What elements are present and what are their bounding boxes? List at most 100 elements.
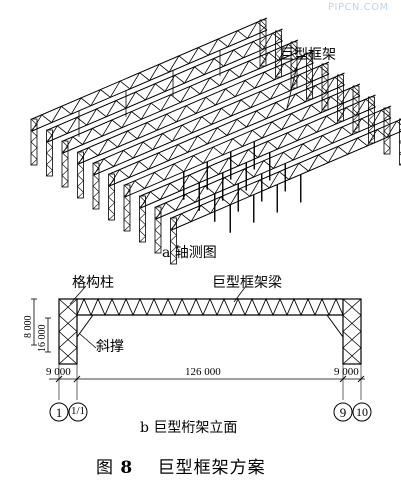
column-lacing — [383, 107, 391, 155]
axis-bubble-4 — [352, 402, 372, 422]
right-diagonal-brace — [326, 314, 344, 338]
elevation-subtitle: b 巨型桁架立面 — [140, 420, 238, 436]
right-lattice-column — [306, 52, 313, 100]
left-lattice-column — [139, 195, 146, 243]
left-lattice-column — [46, 129, 53, 177]
truss-web — [62, 43, 299, 154]
column-cross-brace — [58, 347, 78, 365]
column-lacing — [61, 140, 69, 188]
left-lattice-column — [170, 217, 177, 265]
column-lacing — [108, 173, 115, 221]
diagonal-brace-label: 斜撑 — [96, 339, 124, 355]
right-lattice-column — [368, 96, 375, 144]
column-cross-brace — [58, 314, 78, 332]
axis-label-1-1: 1/1 — [70, 405, 86, 417]
lattice-column-label: 格构柱 — [72, 275, 114, 291]
giant-frame-leader — [286, 65, 298, 109]
height-dimension-part: 16 000 — [37, 324, 48, 353]
brace-leader — [79, 333, 97, 349]
height-dimension-total: 8 000 — [23, 315, 34, 339]
truss-web — [31, 21, 268, 132]
truss-web — [124, 87, 361, 198]
column-lacing — [154, 206, 162, 254]
column-cross-brace — [342, 331, 362, 349]
left-lattice-column — [92, 162, 100, 210]
column-lacing — [123, 184, 131, 232]
frame-6 — [108, 72, 345, 221]
axis-bubble-1 — [49, 402, 69, 422]
lattice-column-leader — [69, 285, 87, 305]
column-lacing — [259, 19, 267, 67]
left-lattice-column — [108, 173, 115, 221]
top-chord — [124, 83, 361, 186]
giant-frame-label: 巨型框架 — [280, 47, 336, 63]
top-chord — [171, 118, 401, 219]
right-lattice-column — [342, 298, 362, 365]
column-cross-brace — [58, 331, 78, 349]
column-lacing — [275, 30, 282, 78]
isometric-subtitle: a 轴测图 — [162, 245, 217, 261]
axis-label-1: 1 — [55, 405, 63, 420]
right-lattice-column — [399, 118, 401, 166]
right-span-dimension: 9 000 — [334, 366, 359, 378]
right-lattice-column — [290, 41, 298, 89]
axis-bubble-3 — [333, 402, 353, 422]
caption-prefix: 图 — [96, 458, 114, 478]
right-lattice-column — [259, 19, 267, 67]
frame-4 — [77, 50, 314, 199]
left-lattice-column — [61, 140, 69, 188]
top-chord — [93, 61, 330, 164]
beam-truss-web — [76, 297, 344, 317]
left-lattice-column — [58, 298, 78, 365]
column-lacing — [290, 41, 298, 89]
column-cross-brace — [342, 298, 362, 316]
left-span-dimension: 9 000 — [46, 366, 71, 378]
column-lacing — [399, 118, 401, 166]
watermark-text: PIPCN.COM — [328, 2, 389, 13]
column-cross-brace — [58, 298, 78, 316]
top-chord — [78, 50, 314, 153]
frame-3 — [61, 39, 299, 188]
caption-title: 巨型框架方案 — [157, 458, 266, 478]
frame-5 — [92, 61, 330, 210]
elevation-truss — [58, 297, 362, 365]
column-lacing — [321, 63, 329, 111]
right-lattice-column — [275, 30, 282, 78]
truss-web — [78, 54, 314, 165]
truss-web — [109, 76, 345, 187]
right-lattice-column — [337, 74, 344, 122]
truss-web — [47, 32, 283, 143]
left-lattice-column — [77, 151, 84, 199]
right-lattice-column — [321, 63, 329, 111]
left-diagonal-brace — [76, 314, 94, 338]
column-cross-brace — [342, 347, 362, 365]
giant-frame-beam-label: 巨型框架梁 — [212, 275, 282, 291]
top-chord — [109, 72, 345, 175]
column-lacing — [77, 151, 84, 199]
column-lacing — [306, 52, 313, 100]
caption-number: 8 — [120, 458, 134, 478]
frame-10 — [170, 118, 401, 265]
column-lacing — [46, 129, 53, 177]
column-lacing — [30, 118, 38, 166]
column-lacing — [352, 85, 360, 133]
column-lacing — [337, 74, 344, 122]
axis-label-10: 10 — [356, 405, 368, 419]
left-lattice-column — [123, 184, 131, 232]
column-lacing — [139, 195, 146, 243]
top-chord — [140, 94, 376, 197]
column-cross-brace — [342, 314, 362, 332]
axis-bubble-2 — [68, 402, 88, 422]
truss-web — [155, 109, 392, 220]
isometric-frames — [30, 17, 401, 265]
right-lattice-column — [383, 107, 391, 155]
column-lacing — [368, 96, 375, 144]
beam-leader — [233, 285, 247, 303]
right-lattice-column — [352, 85, 360, 133]
main-span-dimension: 126 000 — [185, 366, 221, 378]
left-lattice-column — [30, 118, 38, 166]
truss-web — [93, 65, 330, 176]
axis-label-9: 9 — [339, 405, 347, 420]
